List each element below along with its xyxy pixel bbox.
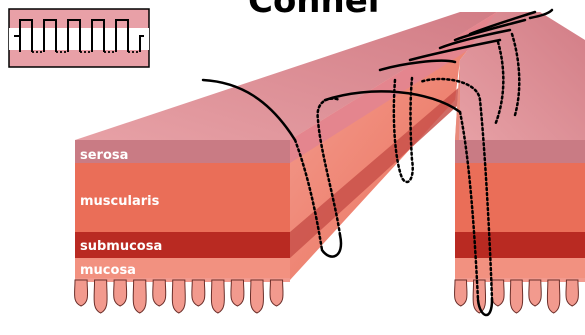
villus xyxy=(566,280,579,306)
villus xyxy=(455,280,468,306)
villus xyxy=(231,280,244,306)
label-muscularis: muscularis xyxy=(80,194,160,209)
villus xyxy=(75,280,88,306)
right-mucosa-layer xyxy=(455,258,585,280)
villus xyxy=(529,280,542,306)
diagram-title: Connel xyxy=(248,0,379,21)
villus xyxy=(153,280,166,306)
villus xyxy=(192,280,205,306)
villus xyxy=(510,280,523,313)
right-serosa-layer xyxy=(455,140,585,163)
label-serosa: serosa xyxy=(80,148,128,163)
villus xyxy=(270,280,283,306)
right-mucosal-villi xyxy=(455,278,585,313)
right-block-front-face xyxy=(455,140,585,280)
right-muscularis-layer xyxy=(455,163,585,232)
villus xyxy=(250,280,263,313)
label-mucosa: mucosa xyxy=(80,263,136,278)
villus xyxy=(492,280,505,306)
villus xyxy=(94,280,107,313)
villus xyxy=(211,280,224,313)
left-mucosal-villi xyxy=(75,278,290,313)
villus xyxy=(547,280,560,313)
villus xyxy=(114,280,127,306)
villus xyxy=(172,280,185,313)
suture-pattern-icon xyxy=(9,9,149,67)
villus xyxy=(133,280,146,313)
label-submucosa: submucosa xyxy=(80,239,162,254)
